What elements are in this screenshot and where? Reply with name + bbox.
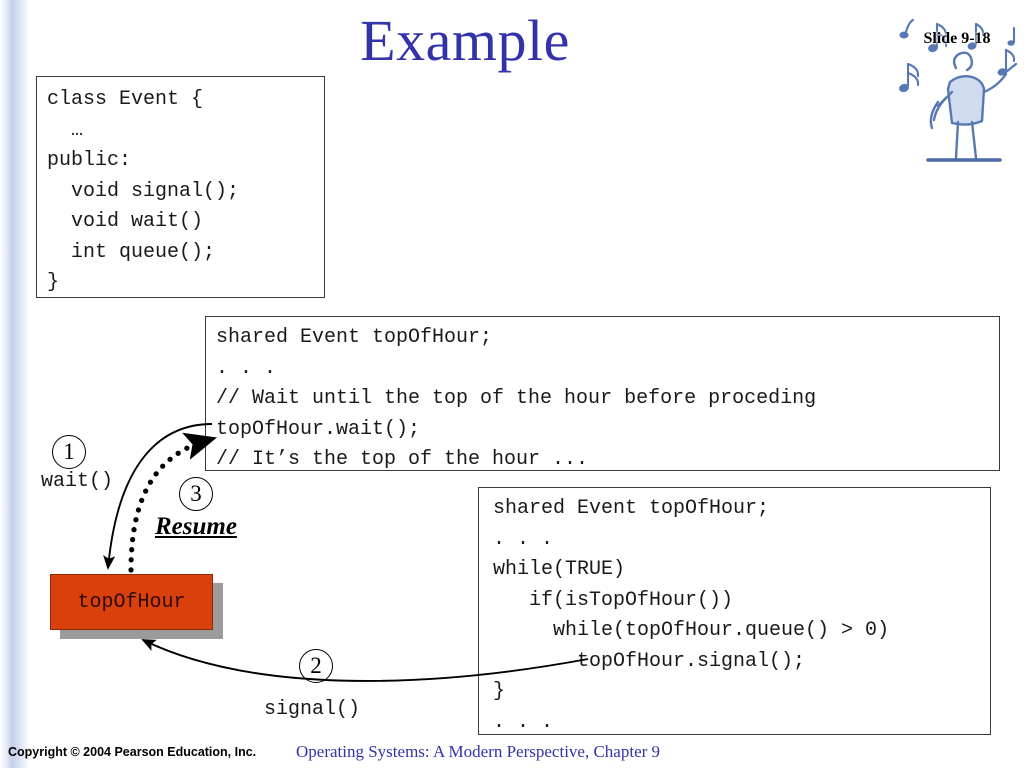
signal-call-label: signal() [264, 698, 361, 721]
step-number-3: 3 [179, 477, 213, 511]
step-number-2: 2 [299, 649, 333, 683]
signaling-thread-code-box: shared Event topOfHour; . . . while(TRUE… [478, 487, 991, 735]
footer-copyright: Copyright © 2004 Pearson Education, Inc. [8, 745, 257, 759]
class-event-code-box: class Event { … public: void signal(); v… [36, 76, 325, 298]
state-box-label: topOfHour [77, 590, 186, 614]
resume-label: Resume [155, 513, 237, 540]
top-of-hour-state-box: topOfHour [50, 574, 213, 630]
waiting-thread-code-box: shared Event topOfHour; . . . // Wait un… [205, 316, 1000, 471]
page-title: Example [360, 8, 570, 73]
conductor-clipart-icon [899, 18, 1018, 162]
footer-book-title: Operating Systems: A Modern Perspective,… [296, 742, 661, 761]
step-number-1: 1 [52, 435, 86, 469]
slide-number-label: Slide 9-18 [923, 30, 991, 47]
wait-call-label: wait() [41, 470, 114, 493]
left-accent-strip [0, 0, 30, 768]
slide-number-badge: Slide 9-18 [890, 2, 1024, 172]
